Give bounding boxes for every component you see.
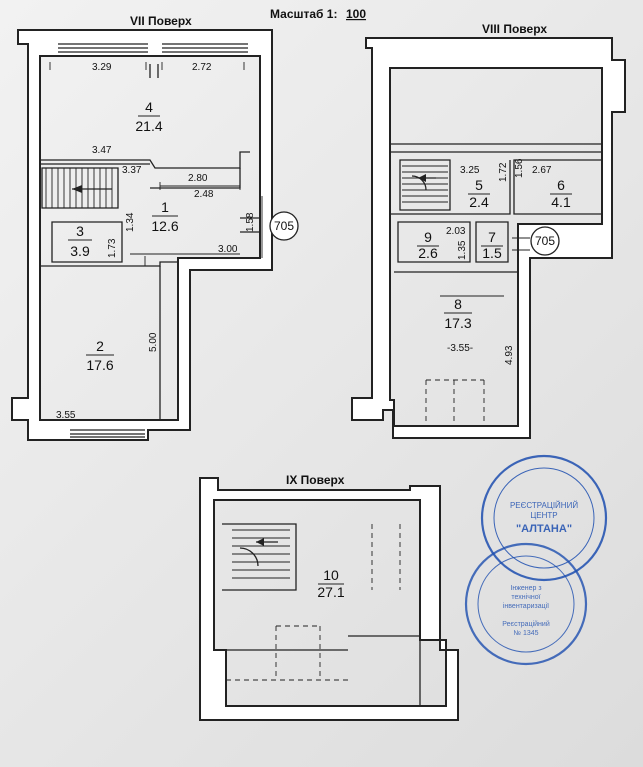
marker-705-vii: 705	[274, 219, 294, 233]
room-3-number: 3	[76, 223, 84, 239]
room-5-area: 2.4	[469, 194, 489, 210]
stamp-line7: № 1345	[513, 630, 538, 637]
room-6-number: 6	[557, 177, 565, 193]
dim-5-00: 5.00	[148, 332, 159, 352]
room-6-area: 4.1	[551, 194, 571, 210]
marker-705-viii: 705	[535, 234, 555, 248]
dim-1-73: 1.73	[107, 238, 118, 258]
dim-2-72: 2.72	[192, 62, 212, 73]
room-9-area: 2.6	[418, 245, 438, 261]
dim-3-25: 3.25	[460, 165, 480, 176]
dim-3-29: 3.29	[92, 62, 112, 73]
dim-2-67: 2.67	[532, 165, 552, 176]
room-7-area: 1.5	[482, 245, 502, 261]
dim-1-35: 1.35	[457, 240, 468, 260]
room-2-area: 17.6	[86, 357, 113, 373]
room-3-area: 3.9	[70, 243, 90, 259]
dim-1-58: 1.58	[245, 212, 256, 232]
dim-3-37: 3.37	[122, 165, 142, 176]
stamp-line6: Реєстраційний	[502, 620, 550, 628]
scale-value: 100	[346, 7, 366, 21]
room-10-area: 27.1	[317, 584, 344, 600]
room-4-number: 4	[145, 99, 153, 115]
stamp-line1: РЕЄСТРАЦІЙНИЙ	[510, 501, 578, 510]
room-2-number: 2	[96, 338, 104, 354]
room-9-number: 9	[424, 229, 432, 245]
stamp-name: "АЛТАНА"	[516, 523, 572, 535]
marker-705-viii-circle	[530, 226, 560, 256]
room-5-number: 5	[475, 177, 483, 193]
room-4-area: 21.4	[135, 118, 162, 134]
registration-stamp-upper: РЕЄСТРАЦІЙНИЙ ЦЕНТР "АЛТАНА"	[480, 454, 608, 582]
dim-1-72: 1.72	[498, 162, 509, 182]
dim-3-55-b: -3.55-	[447, 343, 473, 354]
room-1-number: 1	[161, 199, 169, 215]
dim-1-34: 1.34	[125, 212, 136, 232]
room-7-number: 7	[488, 229, 496, 245]
stamp-line3: Інженер з	[510, 585, 541, 592]
dim-3-55: 3.55	[56, 410, 76, 421]
dim-2-80: 2.80	[188, 173, 208, 184]
stamp-line5: інвентаризації	[503, 602, 549, 610]
scale-label: Масштаб 1:	[270, 7, 337, 21]
floor-title-ix: IX Поверх	[286, 473, 345, 487]
floor-plan-ix	[199, 477, 459, 721]
room-1-area: 12.6	[151, 218, 178, 234]
marker-705-vii-circle	[269, 211, 299, 241]
dim-3-47: 3.47	[92, 145, 112, 156]
floor-title-viii: VIII Поверх	[482, 22, 547, 36]
floor-plan-viii	[351, 37, 626, 439]
dim-4-93: 4.93	[504, 345, 515, 365]
dim-3-00: 3.00	[218, 244, 238, 255]
floor-plan-vii	[11, 29, 273, 441]
dim-2-03: 2.03	[446, 226, 466, 237]
stamp-line4: технічної	[511, 593, 540, 601]
room-8-number: 8	[454, 296, 462, 312]
dim-1-56: 1.56	[514, 158, 525, 178]
floor-title-vii: VII Поверх	[130, 14, 192, 28]
room-10-number: 10	[323, 567, 339, 583]
registration-stamp-lower: Інженер з технічної інвентаризації Реєст…	[464, 542, 588, 666]
room-8-area: 17.3	[444, 315, 471, 331]
dim-2-48: 2.48	[194, 189, 214, 200]
stamp-line2: ЦЕНТР	[530, 511, 557, 520]
